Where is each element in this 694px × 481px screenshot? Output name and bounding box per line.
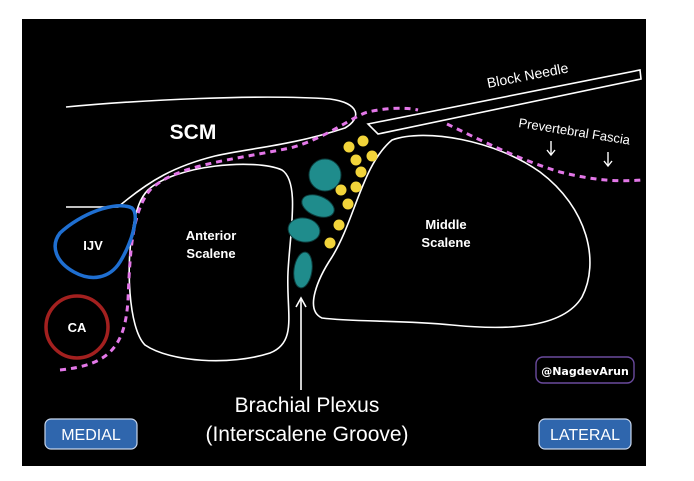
scm-outline — [65, 96, 357, 208]
prevertebral-fascia-left — [59, 106, 419, 372]
anesthetic-dot — [350, 154, 362, 166]
anesthetic-dot — [343, 141, 355, 153]
plexus-trunk-middle — [287, 217, 321, 243]
brachial-plexus-label-line2: (Interscalene Groove) — [205, 423, 408, 446]
handle-tag-box — [535, 356, 635, 384]
prevertebral-fascia-right — [446, 122, 643, 183]
plexus-trunk-lower — [293, 251, 313, 289]
anesthetic-dot — [357, 135, 369, 147]
plexus-trunk-middle-upper — [301, 194, 335, 218]
anesthetic-dot — [342, 198, 354, 210]
block-needle — [366, 69, 642, 135]
fascia-arrow-left — [546, 141, 556, 157]
anterior-scalene-label-line1: Anterior — [186, 228, 237, 243]
fascia-arrow-right — [603, 152, 613, 168]
anesthetic-dot — [335, 184, 347, 196]
anesthetic-dot — [366, 150, 378, 162]
brachial-plexus-arrow — [295, 296, 307, 390]
middle-scalene-label-line1: Middle — [425, 217, 466, 232]
lateral-badge — [538, 418, 632, 450]
anesthetic-dot — [350, 181, 362, 193]
scm-label: SCM — [170, 121, 217, 144]
ca-label: CA — [68, 320, 87, 335]
anterior-scalene-label-line2: Scalene — [186, 246, 235, 261]
brachial-plexus-trunks — [287, 158, 342, 289]
middle-scalene-label-line2: Scalene — [421, 235, 470, 250]
handle-tag-label: @NagdevArun — [541, 365, 629, 378]
anterior-scalene-outline — [128, 163, 294, 362]
local-anesthetic-dots — [324, 135, 378, 249]
ijv-label: IJV — [83, 238, 103, 253]
anesthetic-dot — [333, 219, 345, 231]
anesthetic-dot — [355, 166, 367, 178]
ca-outline — [44, 294, 110, 360]
plexus-trunk-upper — [308, 158, 342, 192]
middle-scalene-outline — [312, 134, 591, 329]
lateral-badge-label: LATERAL — [550, 427, 620, 444]
medial-badge-label: MEDIAL — [61, 427, 121, 444]
brachial-plexus-label-line1: Brachial Plexus — [235, 394, 380, 417]
anesthetic-dot — [324, 237, 336, 249]
ijv-outline — [53, 203, 137, 280]
medial-badge — [44, 418, 138, 450]
